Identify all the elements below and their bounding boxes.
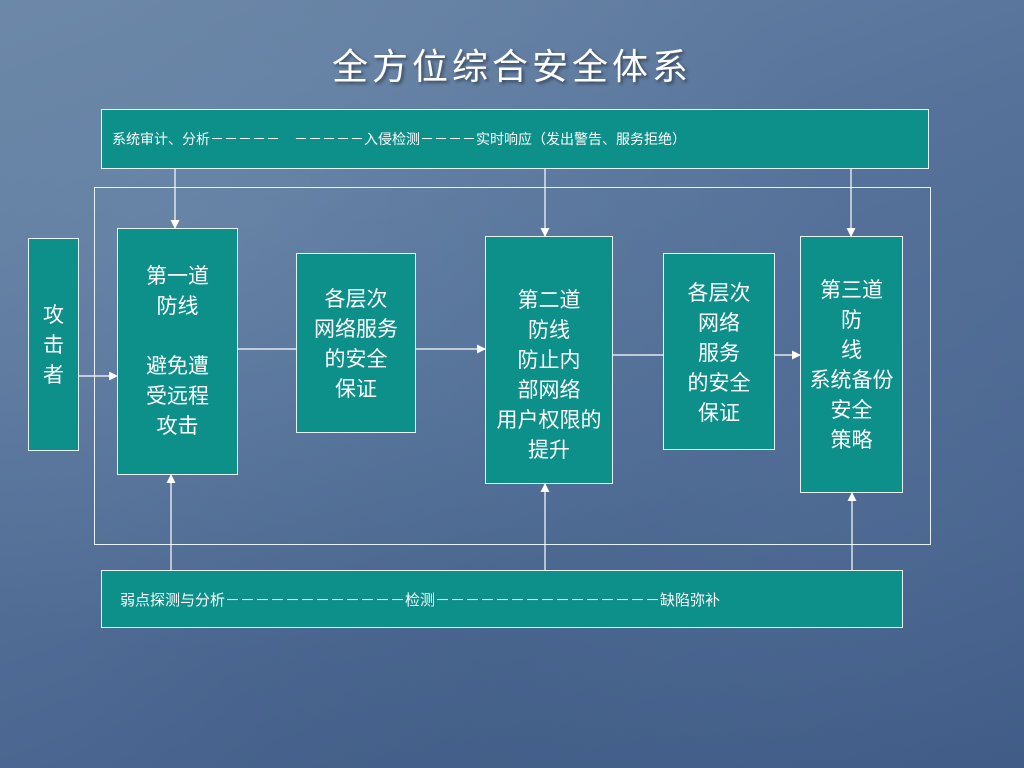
stage-line: 线 [841,338,862,362]
stage-line: 的安全 [324,347,388,371]
stage-line: 攻击 [156,414,199,438]
top-banner-text: 系统审计、分析－－－－－ －－－－－入侵检测－－－－实时响应（发出警告、服务拒绝… [112,132,686,148]
stage-line: 部网络 [517,378,581,402]
stage-line: 防线 [156,294,199,318]
stage-line: 策略 [830,428,873,452]
layer-service-security-box-1: 各层次 网络服务 的安全 保证 [296,253,416,433]
stage-line: 受远程 [146,384,209,408]
attacker-line: 击 [43,332,64,357]
stage-line: 保证 [335,377,377,401]
stage-line: 网络 [698,311,740,335]
second-defense-box: 第二道 防线 防止内 部网络 用户权限的 提升 [485,236,613,484]
attacker-line: 者 [43,362,64,387]
stage-line: 用户权限的 [496,408,602,432]
stage-line: 网络服务 [314,317,398,341]
stage-line: 的安全 [687,371,751,395]
stage-line: 服务 [698,341,740,365]
stage-line: 各层次 [687,281,751,305]
stage-line: 第二道 [517,288,581,312]
bottom-banner: 弱点探测与分析－－－－－－－－－－－－检测－－－－－－－－－－－－－－－缺陷弥补 [101,570,903,628]
stage-line: 防止内 [517,348,581,372]
slide-title: 全方位综合安全体系 [331,47,692,88]
layer-service-security-box-2: 各层次 网络 服务 的安全 保证 [663,253,775,450]
attacker-line: 攻 [43,302,64,327]
stage-line: 避免遭 [146,354,209,378]
attacker-box: 攻 击 者 [28,238,79,451]
bottom-banner-text: 弱点探测与分析－－－－－－－－－－－－检测－－－－－－－－－－－－－－－缺陷弥补 [120,590,721,609]
stage-line: 第三道 [820,278,883,302]
top-banner: 系统审计、分析－－－－－ －－－－－入侵检测－－－－实时响应（发出警告、服务拒绝… [101,109,929,169]
stage-line: 安全 [830,398,873,422]
stage-line: 第一道 [146,264,209,288]
stage-line: 系统备份 [809,368,894,392]
stage-line: 保证 [698,401,740,425]
third-defense-box: 第三道 防 线 系统备份 安全 策略 [800,236,903,493]
stage-line: 防线 [528,318,570,342]
stage-line: 防 [841,308,862,332]
stage-line: 提升 [528,438,570,462]
defense-frame [94,187,931,545]
stage-line: 各层次 [324,287,388,311]
